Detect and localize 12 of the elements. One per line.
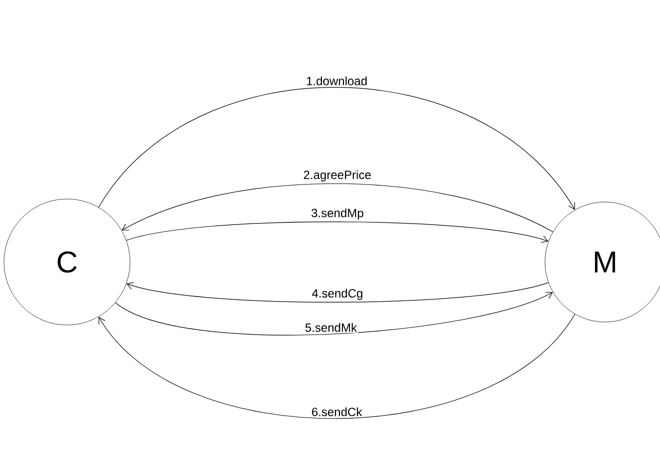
edge-label: 2.agreePrice	[302, 169, 372, 182]
edge-label: 4.sendCg	[310, 288, 364, 301]
arrow	[126, 282, 549, 303]
edge-label: 3.sendMp	[310, 207, 365, 221]
edge-label: 5.sendMk	[304, 322, 358, 333]
edge-label: 6.sendCk	[310, 406, 364, 418]
arrow	[98, 314, 576, 419]
arrow	[98, 87, 575, 210]
arrow	[115, 292, 553, 336]
arrow	[122, 183, 554, 232]
edge-label: 1.download	[305, 75, 368, 86]
arrow	[126, 221, 548, 243]
